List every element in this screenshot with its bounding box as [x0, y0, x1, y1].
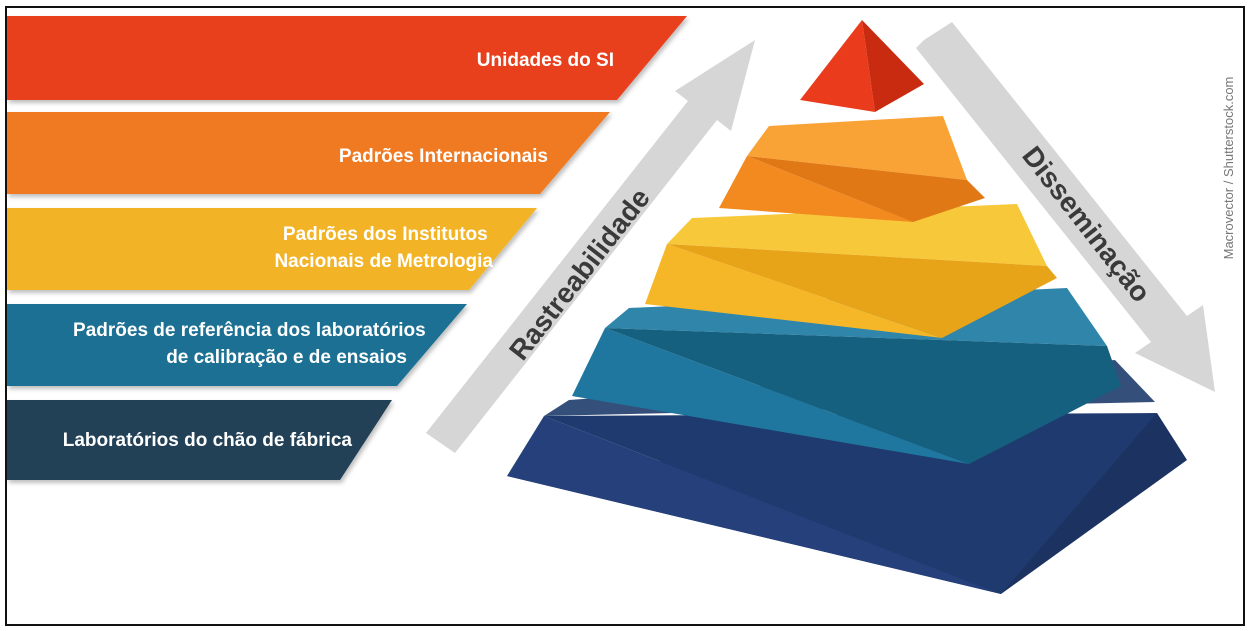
image-credit: Macrovector / Shutterstock.com — [1221, 77, 1236, 260]
level-bar-national-institutes-label: Padrões dos Institutos Nacionais de Metr… — [274, 224, 493, 272]
pyramid-tier-reference-labs-front — [572, 328, 969, 464]
level-bar-national-institutes-shape — [7, 208, 537, 290]
level-bar-factory-floor: Laboratórios do chão de fábrica — [7, 400, 392, 480]
level-bar-si-units-label: Unidades do SI — [477, 50, 614, 71]
pyramid-tier-national-institutes-top — [667, 204, 1047, 266]
pyramid-tier-si-units-left — [800, 20, 875, 112]
level-bar-international-standards-label: Padrões Internacionais — [339, 146, 548, 167]
pyramid — [507, 20, 1187, 594]
pyramid-tier-factory-floor-left — [507, 416, 1001, 594]
dissemination-arrow-shape — [916, 22, 1215, 392]
level-bars: Unidades do SI Padrões Internacionais Pa… — [7, 16, 687, 480]
traceability-pyramid-diagram: Unidades do SI Padrões Internacionais Pa… — [7, 16, 1236, 594]
level-bar-reference-laboratories-label: Padrões de referência dos laboratórios d… — [73, 320, 431, 368]
pyramid-tier-factory-floor-side — [544, 413, 1157, 594]
pyramid-tier-si-units-right — [862, 20, 924, 112]
level-bar-reference-laboratories-shape — [7, 304, 467, 386]
pyramid-tier-international-standards-side — [747, 156, 985, 222]
level-bar-national-institutes: Padrões dos Institutos Nacionais de Metr… — [7, 208, 537, 290]
level-bar-international-standards-shape — [7, 112, 610, 194]
level-bar-si-units-shape — [7, 16, 687, 100]
traceability-arrow-shape — [426, 40, 755, 453]
pyramid-tier-national-institutes-side — [667, 244, 1057, 338]
pyramid-tier-international-standards-front — [719, 156, 913, 222]
level-bar-factory-floor-shape — [7, 400, 392, 480]
pyramid-tier-international-standards — [719, 116, 985, 222]
figure-frame: Unidades do SI Padrões Internacionais Pa… — [5, 6, 1245, 626]
pyramid-tier-si-units — [800, 20, 924, 112]
pyramid-tier-national-institutes-front — [645, 244, 942, 338]
level-bar-international-standards: Padrões Internacionais — [7, 112, 610, 194]
pyramid-tier-international-standards-top — [747, 116, 967, 180]
pyramid-tier-national-institutes — [645, 204, 1057, 338]
pyramid-tier-reference-labs-side — [605, 328, 1121, 464]
level-bar-reference-laboratories: Padrões de referência dos laboratórios d… — [7, 304, 467, 386]
level-bar-si-units: Unidades do SI — [7, 16, 687, 100]
level-bar-factory-floor-label: Laboratórios do chão de fábrica — [63, 430, 353, 451]
